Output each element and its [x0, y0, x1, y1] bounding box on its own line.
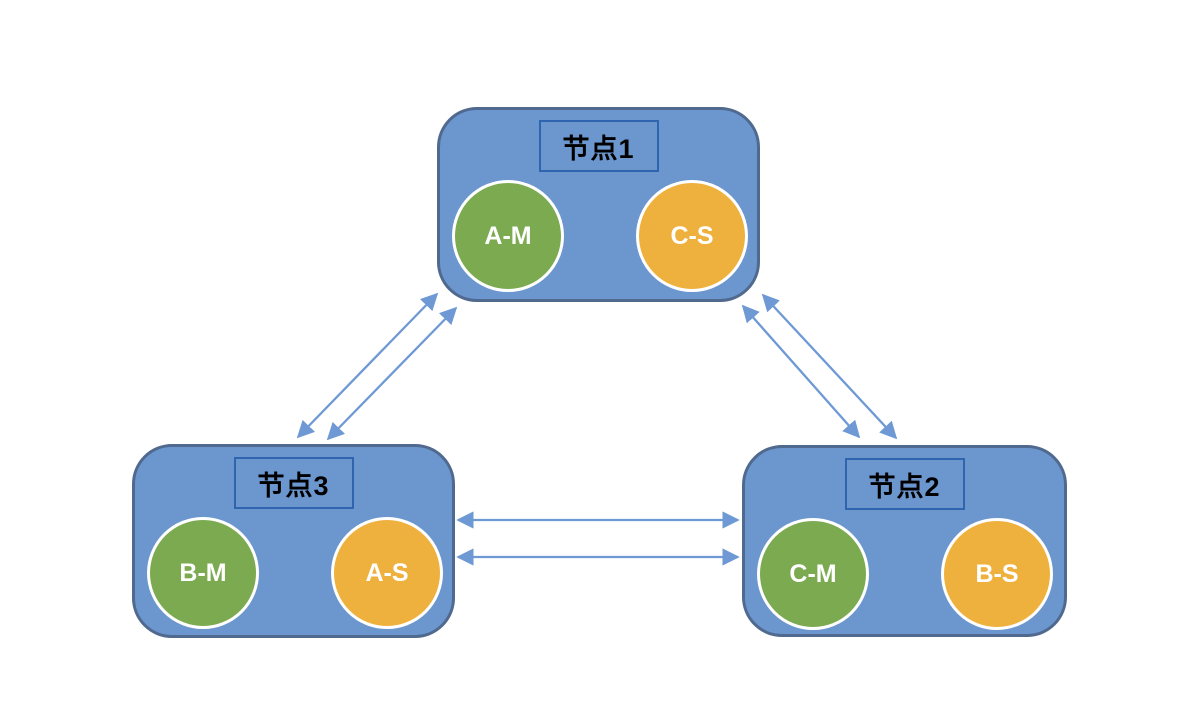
- node-2-master-circle: C-M: [757, 518, 869, 630]
- edge-node1-node2-line2: [761, 293, 898, 440]
- node-3-master-label: B-M: [179, 558, 227, 587]
- node-3-slave-circle: A-S: [331, 517, 443, 629]
- node-3-title: 节点3: [257, 470, 330, 501]
- node-1-slave-label: C-S: [670, 221, 714, 250]
- node-1-master-label: A-M: [484, 221, 532, 250]
- node-1: 节点1 A-M C-S: [437, 107, 760, 302]
- node-1-title: 节点1: [562, 133, 635, 164]
- node-2-title-box: 节点2: [844, 458, 965, 510]
- node-2-slave-circle: B-S: [941, 518, 1053, 630]
- node-2-master-label: C-M: [789, 559, 837, 588]
- node-1-master-circle: A-M: [452, 180, 564, 292]
- node-3-master-circle: B-M: [147, 517, 259, 629]
- edge-node1-node2-line1: [741, 304, 861, 439]
- node-2-slave-label: B-S: [975, 559, 1019, 588]
- node-1-title-box: 节点1: [538, 120, 659, 172]
- node-3-title-box: 节点3: [233, 457, 354, 509]
- edge-node1-node3-line2: [326, 306, 458, 441]
- node-2-title: 节点2: [868, 471, 941, 502]
- node-2: 节点2 C-M B-S: [742, 445, 1067, 637]
- node-3-slave-label: A-S: [365, 558, 409, 587]
- node-3: 节点3 B-M A-S: [132, 444, 455, 638]
- node-1-slave-circle: C-S: [636, 180, 748, 292]
- edge-node1-node3-line1: [296, 292, 439, 439]
